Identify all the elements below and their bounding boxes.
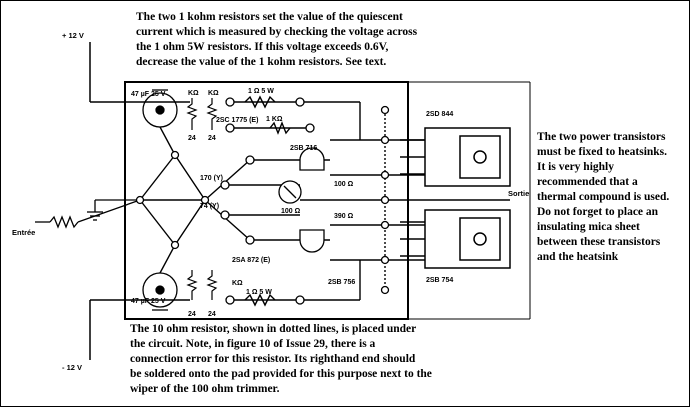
label-2sb716: 2SB 716 [290, 145, 317, 152]
label-1ohm-5w-top: 1 Ω 5 W [248, 88, 274, 95]
label-100-ohm: 100 Ω [334, 181, 354, 188]
label-2sb754: 2SB 754 [426, 277, 453, 284]
power-transistor-2sb754 [400, 209, 511, 269]
board-traces [139, 95, 510, 307]
transistor-2sb756 [299, 229, 325, 253]
transistor-2sb716 [299, 147, 325, 171]
label-1ohm-5w-bottom: 1 Ω 5 W [246, 289, 272, 296]
label-170y: 170 (Y) [200, 175, 223, 182]
label-kohm-1: KΩ [188, 90, 199, 97]
label-entree: Entrée [12, 228, 35, 237]
label-2sc1775: 2SC 1775 (E) [216, 117, 258, 124]
label-kohm-2: KΩ [208, 90, 219, 97]
label-24-c: 24 [188, 311, 196, 318]
trimmer-100-ohm [278, 180, 302, 204]
label-24-b: 24 [208, 135, 216, 142]
label-cap-top: 47 µF 25 V [131, 91, 166, 98]
label-cap-bottom: 47 µF 25 V [131, 298, 166, 305]
label-trimmer-100-ohm: 100 Ω [281, 208, 301, 215]
label-1kohm: 1 KΩ [266, 116, 283, 123]
label-plus-12v: + 12 V [62, 31, 84, 40]
label-24-a: 24 [188, 135, 196, 142]
note-quiescent-current: The two 1 kohm resistors set the value o… [136, 11, 418, 68]
input-section [35, 199, 141, 229]
label-2sd844: 2SD 844 [426, 111, 453, 118]
label-74y: 74 (Y) [200, 203, 219, 210]
label-kohm-3: KΩ [232, 280, 243, 287]
left-resistors [186, 98, 218, 300]
note-power-transistors: The two power transistors must be fixed … [537, 131, 670, 263]
label-minus-12v: - 12 V [62, 363, 82, 372]
label-24-d: 24 [208, 311, 216, 318]
label-2sa872: 2SA 872 (E) [232, 257, 270, 264]
label-sortie: Sortie [508, 189, 529, 198]
label-390-ohm: 390 Ω [334, 213, 354, 220]
label-2sb756: 2SB 756 [328, 279, 355, 286]
power-transistor-2sd844 [400, 127, 511, 187]
power-rails [89, 42, 531, 360]
solder-pads [135, 97, 390, 305]
note-10-ohm-resistor: The 10 ohm resistor, shown in dotted lin… [130, 323, 432, 395]
